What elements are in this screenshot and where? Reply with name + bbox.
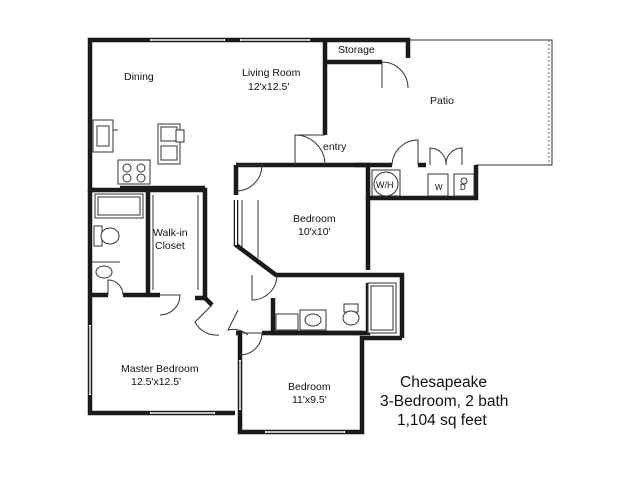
patio-label: Patio (430, 95, 454, 107)
bedroom2-label: Bedroom (288, 381, 331, 393)
dining-label: Dining (124, 71, 154, 83)
patio-outline (408, 39, 553, 166)
washer-label: W (435, 183, 443, 192)
master-bath-wall (90, 187, 151, 298)
hall-bath-fixtures (275, 282, 397, 334)
bedroom2-size: 11'x9.5' (292, 394, 327, 406)
doors (107, 61, 463, 356)
bedroom1-size: 10'x10' (298, 226, 331, 238)
hall-wall-left (203, 296, 214, 307)
water-heater-label: W/H (376, 180, 394, 190)
master-bedroom-label: Master Bedroom (121, 363, 199, 375)
master-bath-fixtures (92, 193, 144, 279)
entry-label: entry (323, 141, 347, 153)
plan-area: 1,104 sq feet (397, 412, 487, 429)
walkin-closet-label-2: Closet (155, 240, 185, 252)
storage-label: Storage (338, 44, 375, 56)
dryer-label: D (460, 183, 466, 192)
walkin-closet-label-1: Walk-in (153, 227, 188, 239)
plan-name: Chesapeake (400, 374, 487, 391)
living-room-label: Living Room (242, 67, 301, 79)
plan-layout: 3-Bedroom, 2 bath (380, 393, 508, 410)
bedroom1-label: Bedroom (293, 213, 336, 225)
bedroom1-closet (241, 200, 259, 258)
kitchen-fixtures (92, 119, 185, 185)
exterior-wall-top-right (325, 37, 411, 58)
master-bedroom-size: 12.5'x12.5' (131, 376, 181, 388)
closet-wall (148, 187, 208, 301)
living-room-size: 12'x12.5' (248, 81, 289, 93)
utility-room (371, 169, 475, 197)
closet-shelves (152, 195, 199, 290)
